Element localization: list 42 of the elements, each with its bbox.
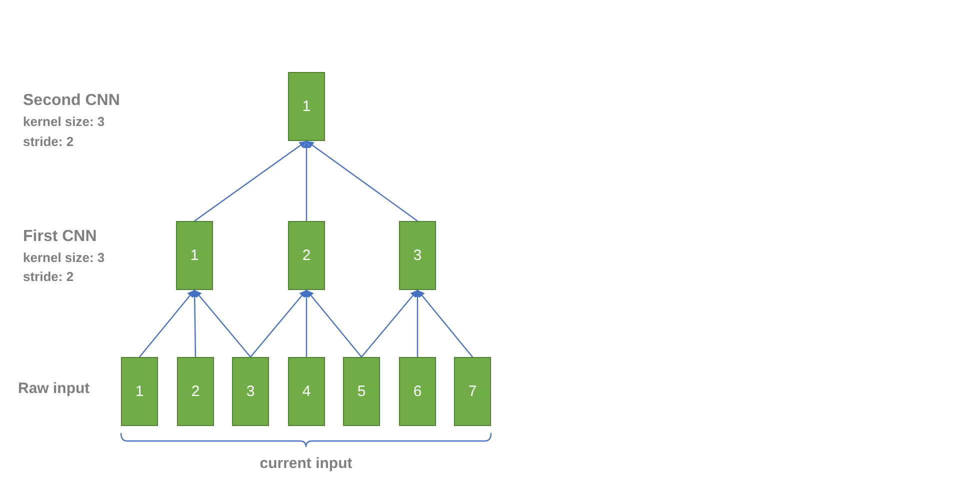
arrow bbox=[191, 290, 198, 357]
layer-parameter: stride: 2 bbox=[23, 134, 74, 150]
arrow bbox=[306, 140, 418, 222]
layer-unit-box bbox=[288, 357, 325, 426]
layer-heading: Raw input bbox=[18, 380, 90, 397]
layer-unit-box bbox=[121, 357, 158, 426]
layer-unit-box bbox=[454, 357, 491, 426]
layer-unit-box bbox=[177, 357, 214, 426]
unit-number: 5 bbox=[357, 383, 366, 400]
layer-unit-box bbox=[399, 221, 436, 290]
unit-number: 6 bbox=[413, 383, 422, 400]
arrow bbox=[194, 140, 307, 222]
arrow bbox=[302, 290, 310, 357]
unit-number: 7 bbox=[468, 383, 477, 400]
layer-unit-box bbox=[399, 357, 436, 426]
layer-heading: First CNN bbox=[23, 228, 97, 246]
arrow bbox=[361, 290, 418, 358]
layer-parameter: kernel size: 3 bbox=[23, 250, 105, 266]
unit-number: 3 bbox=[413, 247, 422, 264]
layer-unit-box bbox=[176, 221, 213, 290]
layer-unit-box bbox=[288, 221, 325, 290]
layer-unit-box bbox=[288, 72, 325, 141]
layer-heading: Second CNN bbox=[23, 92, 120, 110]
arrow bbox=[250, 290, 307, 358]
arrow bbox=[139, 290, 195, 358]
unit-number: 4 bbox=[302, 383, 311, 400]
unit-number: 1 bbox=[190, 247, 199, 264]
unit-number: 2 bbox=[191, 383, 200, 400]
arrow bbox=[306, 290, 362, 358]
arrow bbox=[302, 141, 310, 221]
unit-number: 1 bbox=[302, 98, 311, 115]
unit-number: 1 bbox=[135, 383, 144, 400]
unit-number: 2 bbox=[302, 247, 311, 264]
layer-unit-box bbox=[232, 357, 269, 426]
layer-parameter: stride: 2 bbox=[23, 269, 74, 284]
arrow bbox=[194, 290, 251, 358]
arrow bbox=[414, 290, 422, 357]
arrow bbox=[417, 290, 473, 358]
layer-unit-box bbox=[343, 357, 380, 426]
unit-number: 3 bbox=[246, 383, 255, 400]
layer-parameter: kernel size: 3 bbox=[23, 114, 105, 130]
bracket-label: current input bbox=[260, 455, 352, 472]
